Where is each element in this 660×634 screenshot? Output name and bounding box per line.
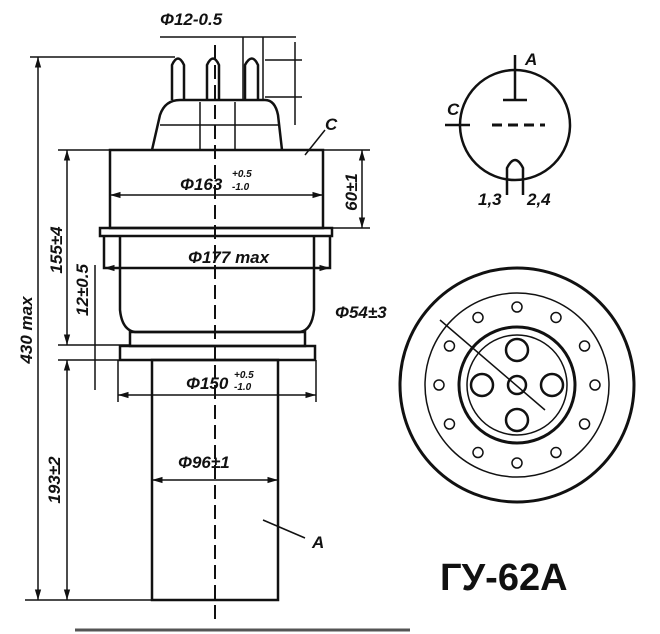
overall-height-label: 430 max xyxy=(17,295,36,365)
symbol-cathode-label: C xyxy=(447,100,460,119)
cathode-leader xyxy=(304,129,326,156)
flange-diameter-label: Φ150 xyxy=(186,374,229,393)
tolerance-lower: -1.0 xyxy=(232,182,250,193)
flange-height-label: 12±0.5 xyxy=(73,264,92,316)
mounting-hole xyxy=(472,446,484,459)
pin-diameter-label: Φ12-0.5 xyxy=(160,10,223,29)
tolerance-upper: +0.5 xyxy=(232,169,252,180)
base-cap xyxy=(150,98,284,151)
mounting-hole xyxy=(433,379,445,391)
tube-model-title: ГУ-62А xyxy=(440,557,568,599)
flange-position-label: 155±4 xyxy=(47,226,66,274)
anode-height-label: 193±2 xyxy=(45,456,64,504)
upper-flange xyxy=(98,226,334,238)
pin xyxy=(243,57,260,100)
cap-diameter-label: Φ163 xyxy=(180,175,223,194)
pin xyxy=(170,57,186,100)
body-diameter-label: Φ177 max xyxy=(188,248,271,267)
mounting-hole xyxy=(443,340,456,352)
cathode-callout: C xyxy=(325,115,338,134)
tolerance-lower: -1.0 xyxy=(234,382,252,393)
tolerance-upper: +0.5 xyxy=(234,370,254,381)
mounting-hole xyxy=(550,311,562,324)
neck xyxy=(128,330,307,348)
symbol-pins-right: 2,4 xyxy=(526,190,551,209)
mounting-hole xyxy=(511,457,523,469)
mounting-hole xyxy=(443,418,456,430)
mounting-hole xyxy=(472,311,484,324)
mounting-hole xyxy=(589,379,601,391)
mounting-hole xyxy=(550,446,562,459)
bottom-view: Φ54±3 xyxy=(335,266,636,504)
pin-circle-diameter-label: Φ54±3 xyxy=(335,303,387,322)
symbol-pins-left: 1,3 xyxy=(478,190,502,209)
lower-flange xyxy=(118,344,317,362)
mounting-hole xyxy=(511,301,523,313)
symbol-anode-label: A xyxy=(524,50,537,69)
pins xyxy=(170,57,260,100)
tube-symbol: A C 1,3 2,4 xyxy=(445,50,572,209)
anode-callout: A xyxy=(311,533,324,552)
cap-height-label: 60±1 xyxy=(342,173,361,211)
anode-leader xyxy=(262,519,306,539)
side-view: Φ12-0.5 Φ163 +0.5 -1.0 60±1 Φ177 max 155… xyxy=(17,10,370,625)
mounting-hole xyxy=(578,418,591,430)
mounting-hole xyxy=(578,340,591,352)
pin xyxy=(205,57,221,100)
anode-diameter-label: Φ96±1 xyxy=(178,453,230,472)
